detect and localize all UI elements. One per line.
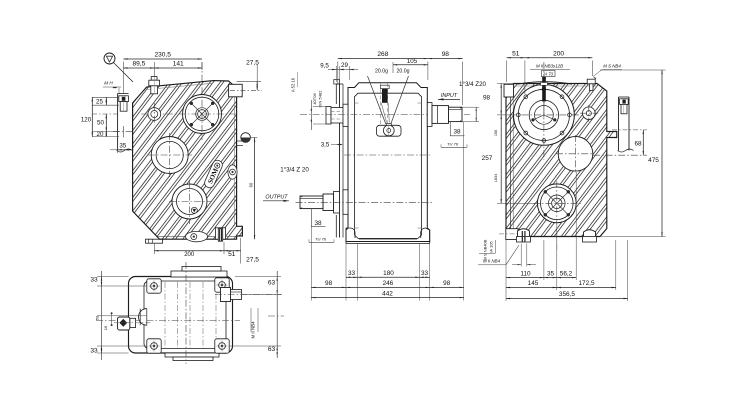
svg-text:268: 268 [377, 51, 388, 58]
svg-text:M S NB40B: M S NB40B [483, 239, 488, 260]
svg-text:40T06: 40T06 [312, 93, 317, 105]
svg-text:M II NB4: M II NB4 [483, 259, 501, 264]
svg-text:63: 63 [268, 346, 276, 353]
svg-text:1°3/4 Z20: 1°3/4 Z20 [459, 81, 486, 88]
svg-text:98: 98 [325, 280, 333, 287]
svg-text:257: 257 [482, 155, 493, 162]
svg-text:33: 33 [90, 348, 98, 355]
svg-text:180: 180 [383, 270, 394, 277]
svg-text:63: 63 [268, 280, 276, 287]
svg-text:20.0g: 20.0g [397, 69, 410, 75]
svg-text:1°3/4 Z 20: 1°3/4 Z 20 [280, 167, 309, 174]
svg-text:16: 16 [103, 325, 108, 330]
svg-text:200: 200 [184, 252, 195, 258]
svg-text:442: 442 [382, 290, 393, 297]
svg-text:98: 98 [443, 280, 451, 287]
svg-text:TU 76: TU 76 [447, 141, 459, 146]
svg-text:M II NB4: M II NB4 [251, 321, 256, 339]
svg-text:35: 35 [547, 270, 555, 277]
svg-text:89,5: 89,5 [132, 61, 145, 68]
svg-text:20.0g: 20.0g [375, 69, 388, 75]
svg-text:33: 33 [348, 270, 356, 277]
svg-text:OUTPUT: OUTPUT [265, 194, 288, 200]
svg-text:68: 68 [634, 141, 642, 148]
svg-text:98: 98 [442, 51, 450, 58]
svg-text:51: 51 [228, 251, 236, 258]
svg-text:M H: M H [104, 81, 113, 86]
svg-text:51: 51 [512, 50, 520, 57]
svg-text:110: 110 [520, 270, 531, 277]
svg-text:29: 29 [341, 62, 348, 69]
svg-text:33: 33 [90, 277, 98, 284]
svg-text:27,5: 27,5 [246, 60, 259, 67]
svg-text:20: 20 [97, 131, 104, 138]
svg-text:50: 50 [97, 120, 104, 127]
svg-text:25: 25 [96, 99, 103, 106]
svg-text:246: 246 [383, 280, 394, 287]
svg-text:M II NB3s12B: M II NB3s12B [536, 64, 563, 69]
svg-text:60: 60 [248, 182, 253, 187]
svg-text:475: 475 [648, 157, 659, 164]
svg-text:98: 98 [483, 95, 491, 102]
svg-text:27,5: 27,5 [246, 257, 259, 264]
svg-text:IA 73: IA 73 [543, 72, 553, 77]
svg-text:38: 38 [453, 129, 461, 136]
svg-text:M S NB4: M S NB4 [603, 64, 621, 69]
svg-text:56,2: 56,2 [560, 270, 573, 277]
svg-text:356,5: 356,5 [559, 291, 575, 298]
svg-text:145: 145 [528, 280, 539, 287]
svg-text:1834: 1834 [494, 174, 498, 182]
svg-text:230,5: 230,5 [154, 52, 171, 59]
svg-text:33: 33 [421, 270, 429, 277]
svg-text:156: 156 [494, 130, 498, 136]
svg-text:172,5: 172,5 [579, 280, 595, 287]
svg-text:120: 120 [81, 117, 92, 124]
svg-text:50: 50 [95, 315, 100, 320]
svg-text:INPUT: INPUT [441, 93, 458, 99]
svg-text:A 52 16: A 52 16 [291, 77, 296, 92]
svg-text:IA 105: IA 105 [488, 241, 493, 253]
svg-text:105: 105 [407, 58, 418, 65]
svg-text:35: 35 [119, 143, 126, 150]
svg-text:38: 38 [314, 220, 322, 227]
svg-text:9,5: 9,5 [320, 63, 329, 70]
svg-text:TU 76: TU 76 [315, 236, 327, 241]
svg-text:3,5: 3,5 [321, 142, 330, 149]
svg-text:200: 200 [553, 50, 564, 57]
svg-text:DIN 5482: DIN 5482 [318, 90, 323, 108]
svg-text:141: 141 [173, 61, 184, 68]
